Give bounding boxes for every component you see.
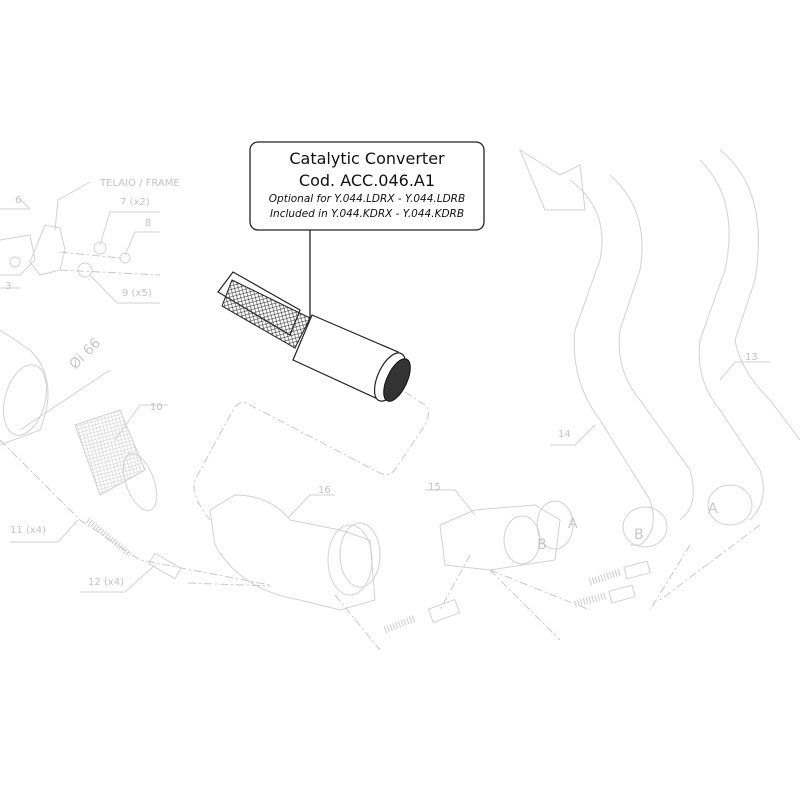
catalytic-converter-callout: Catalytic Converter Cod. ACC.046.A1 Opti…: [249, 141, 485, 231]
frame-bracket-group: [0, 181, 161, 304]
callout-included: Included in Y.044.KDRX - Y.044.KDRB: [270, 208, 464, 220]
label-9: 9 (x5): [122, 288, 152, 299]
label-8: 8: [145, 218, 151, 229]
label-15: 15: [428, 482, 441, 493]
label-b-15: B: [537, 537, 547, 553]
pipe-end-left: [0, 329, 111, 446]
part-15-collector: [425, 489, 591, 641]
part-16-pipe: [187, 494, 381, 651]
spring-sleeve-mid: [383, 554, 471, 634]
label-11: 11 (x4): [10, 525, 46, 536]
label-frame: TELAIO / FRAME: [99, 178, 180, 189]
label-a-13: A: [708, 501, 718, 517]
part-10-mesh-insert: [74, 404, 168, 512]
label-a-15: A: [568, 516, 578, 532]
label-6: 6: [15, 195, 21, 206]
spring-sleeve-left: [0, 439, 271, 593]
assembly-dash-loop: [193, 391, 429, 521]
label-14: 14: [558, 429, 571, 440]
part-13-14-headers: [518, 148, 800, 611]
callout-title: Catalytic Converter: [289, 149, 445, 168]
catalytic-converter-drawing: [217, 230, 411, 402]
callout-optional: Optional for Y.044.LDRX - Y.044.LDRB: [269, 193, 465, 205]
label-diameter: Øi 66: [67, 335, 105, 373]
label-10: 10: [150, 402, 163, 413]
label-13: 13: [745, 352, 758, 363]
label-12: 12 (x4): [88, 577, 124, 588]
label-7: 7 (x2): [120, 197, 150, 208]
label-16: 16: [318, 485, 331, 496]
callout-code: Cod. ACC.046.A1: [299, 171, 435, 190]
label-b-14: B: [634, 527, 644, 543]
label-3: 3: [5, 281, 11, 292]
